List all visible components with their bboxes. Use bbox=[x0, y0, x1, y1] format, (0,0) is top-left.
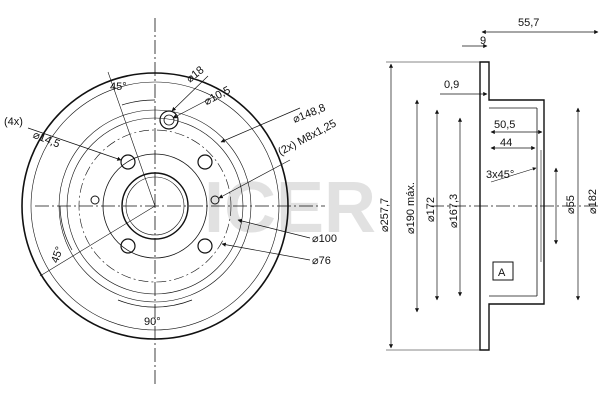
center-bore bbox=[121, 172, 189, 240]
stud-hole-4 bbox=[197, 238, 213, 254]
label-chamfer: 3x45° bbox=[486, 169, 514, 181]
label-dia-182: ⌀182 bbox=[587, 189, 599, 214]
thread-hole-1 bbox=[210, 195, 220, 205]
label-angle-bottom: 90° bbox=[144, 316, 161, 328]
angle-line-45-top bbox=[107, 71, 156, 207]
leader-148-8 bbox=[220, 107, 301, 143]
label-angle-top: 45° bbox=[110, 81, 127, 93]
label-dia-148-8: ⌀148,8 bbox=[291, 102, 327, 126]
front-view bbox=[21, 18, 325, 385]
locating-hole-outer bbox=[159, 110, 179, 130]
label-dia-172: ⌀172 bbox=[425, 197, 437, 222]
label-dim-0-9: 0,9 bbox=[444, 79, 459, 91]
angle-arc-bottom bbox=[117, 299, 193, 308]
leader-10-5 bbox=[172, 95, 216, 119]
label-datum: A bbox=[498, 267, 506, 279]
angle-arc-left bbox=[59, 205, 73, 251]
bolt-circle bbox=[78, 129, 232, 283]
leader-18 bbox=[171, 75, 209, 112]
stud-hole-3 bbox=[120, 238, 136, 254]
leader-chamfer bbox=[490, 167, 537, 183]
disc-friction-ring-outer bbox=[30, 81, 280, 331]
label-thread: (2x) M8x1,25 bbox=[276, 118, 338, 159]
label-holes-count: (4x) bbox=[4, 116, 23, 128]
locating-hole-inner bbox=[163, 114, 175, 126]
stud-hole-1 bbox=[120, 154, 136, 170]
side-disc-profile bbox=[479, 61, 545, 351]
label-dia-76: ⌀76 bbox=[312, 255, 331, 267]
thread-hole-2 bbox=[90, 195, 100, 205]
angle-line-45-left bbox=[39, 205, 156, 277]
label-angle-left: 45° bbox=[49, 245, 66, 265]
hub-flange bbox=[102, 153, 208, 259]
datum-box bbox=[492, 261, 514, 281]
disc-outer-edge bbox=[21, 72, 289, 340]
angle-arc-top bbox=[121, 99, 156, 106]
label-dia-190: ⌀190 máx. bbox=[405, 182, 417, 234]
hat-outer bbox=[66, 117, 244, 295]
label-dia-55: ⌀55 bbox=[565, 195, 577, 214]
stud-hole-2 bbox=[197, 154, 213, 170]
disc-friction-ring-inner bbox=[58, 109, 252, 303]
label-dia-100: ⌀100 bbox=[312, 233, 337, 245]
label-dim-50-5: 50,5 bbox=[494, 119, 515, 131]
label-dia-257-7: ⌀257,7 bbox=[379, 198, 391, 232]
watermark-logo: ICER bbox=[204, 168, 376, 248]
leader-100 bbox=[237, 218, 311, 239]
label-dia-167-3: ⌀167,3 bbox=[448, 194, 460, 228]
label-width-55-7: 55,7 bbox=[518, 17, 539, 29]
center-bore-chamfer bbox=[125, 176, 185, 236]
leader-thread bbox=[218, 159, 291, 199]
label-dim-44: 44 bbox=[500, 137, 512, 149]
leader-14-5 bbox=[27, 127, 122, 161]
leader-76 bbox=[221, 242, 311, 261]
label-width-9: 9 bbox=[480, 35, 486, 47]
side-view bbox=[386, 29, 599, 351]
